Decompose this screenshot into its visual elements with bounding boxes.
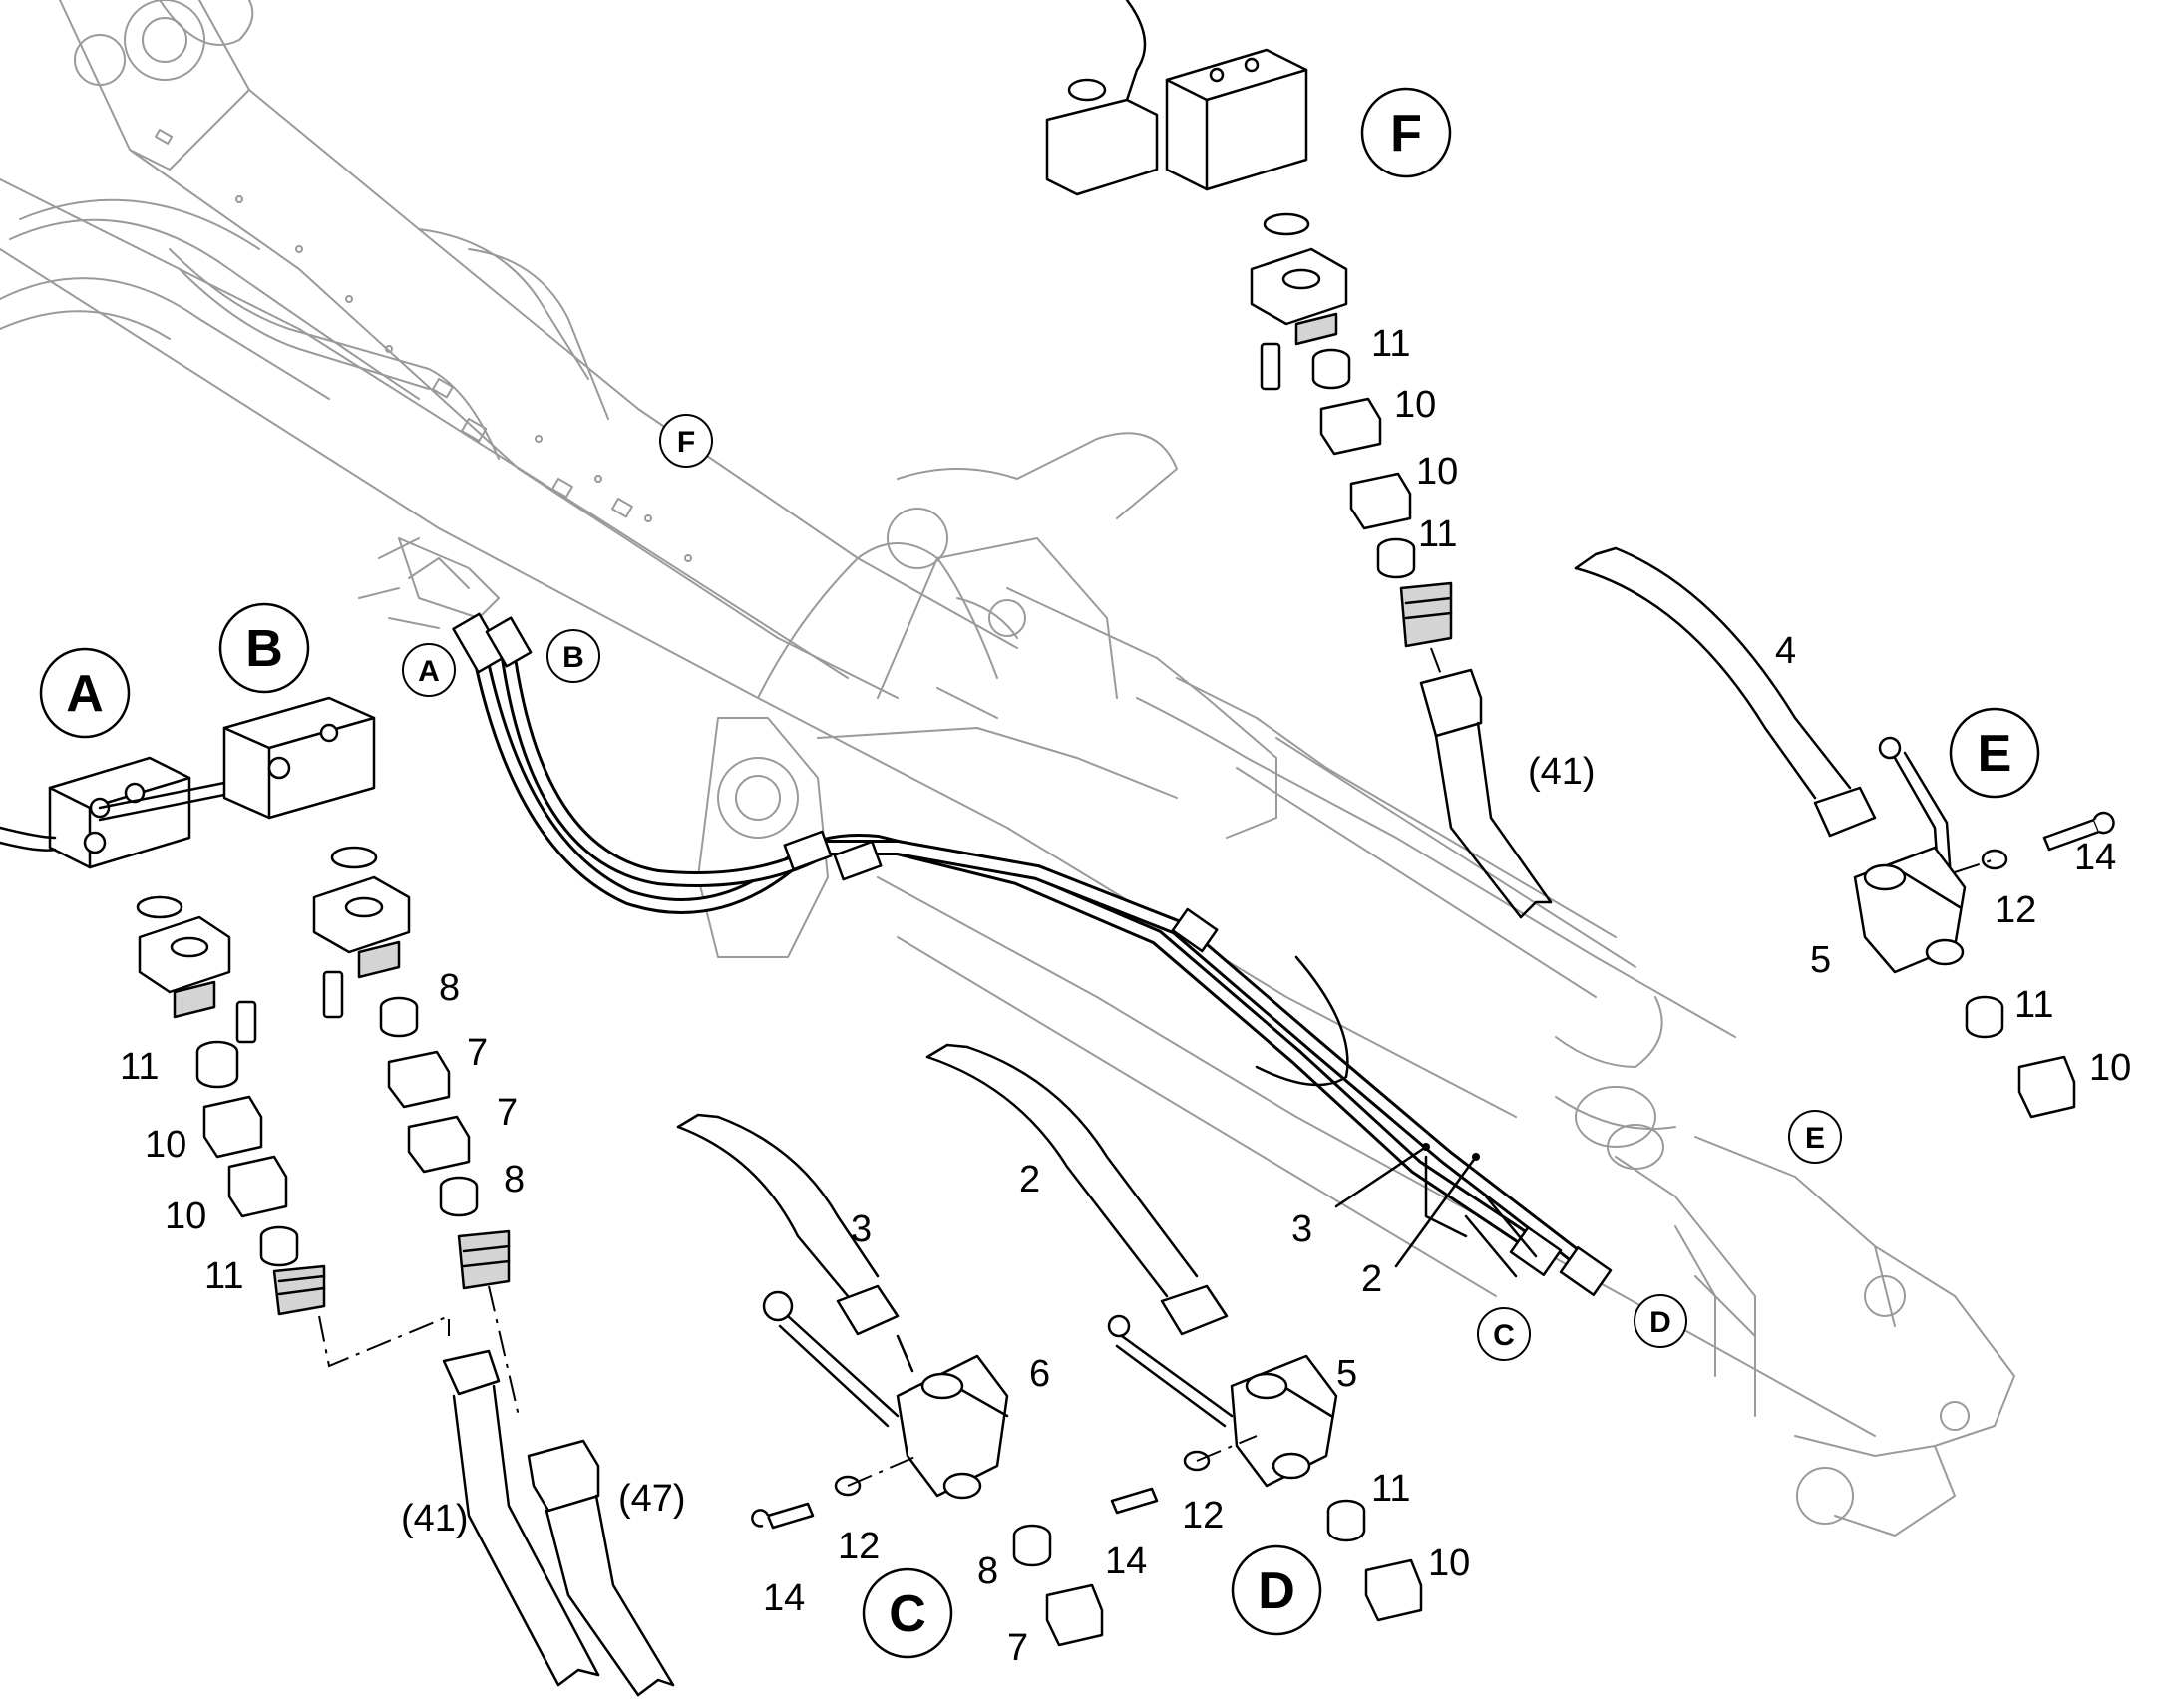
detail-f-letter: F <box>1390 105 1422 163</box>
detail-d-callout: D <box>1231 1544 1322 1636</box>
part-label: 10 <box>165 1196 206 1237</box>
part-label: 7 <box>1007 1627 1028 1669</box>
detail-e-assembly <box>1574 546 2115 1119</box>
detail-d-letter: D <box>1258 1562 1295 1620</box>
detail-f-callout: F <box>1360 87 1452 178</box>
boom-marker-f: F <box>659 414 713 468</box>
part-label: 11 <box>1371 323 1410 365</box>
main-hose-routing <box>452 612 1613 1297</box>
part-label: 11 <box>1418 513 1457 555</box>
part-label: 7 <box>497 1092 518 1134</box>
part-label: 6 <box>1029 1353 1050 1395</box>
part-label: 14 <box>763 1577 805 1619</box>
detail-b-callout: B <box>218 602 310 694</box>
boom-marker-a: A <box>402 643 456 697</box>
boom-marker-c-letter: C <box>1493 1319 1515 1352</box>
detail-c-letter: C <box>889 1585 926 1643</box>
part-label: 4 <box>1775 630 1796 672</box>
part-label: (47) <box>618 1478 686 1520</box>
part-label: 3 <box>851 1208 872 1250</box>
part-label: 5 <box>1336 1353 1357 1395</box>
part-label: 11 <box>1371 1468 1410 1510</box>
part-label: 11 <box>120 1046 159 1088</box>
part-label: 3 <box>1291 1208 1312 1250</box>
part-label: 12 <box>1182 1495 1224 1537</box>
part-label: 10 <box>1428 1542 1470 1584</box>
part-label: 11 <box>204 1255 243 1297</box>
detail-a-callout: A <box>39 647 131 739</box>
part-label: (41) <box>401 1498 469 1539</box>
part-label: 10 <box>1394 384 1436 426</box>
hoses-41-47 <box>442 1349 675 1697</box>
part-number-labels: 11 10 10 11 8 7 7 8 (41) (47) 3 6 12 14 … <box>120 323 2131 1669</box>
boom-marker-f-letter: F <box>677 426 695 459</box>
part-label: 5 <box>1810 939 1831 981</box>
part-label: 11 <box>2014 984 2053 1026</box>
boom-marker-d: D <box>1634 1294 1687 1348</box>
part-label: 2 <box>1019 1159 1040 1200</box>
detail-b-letter: B <box>245 620 283 678</box>
excavator-boom-background <box>0 0 2015 1537</box>
detail-e-letter: E <box>1978 725 2012 783</box>
part-label: 8 <box>504 1159 525 1200</box>
part-label: 12 <box>838 1526 880 1567</box>
boom-marker-a-letter: A <box>418 655 440 688</box>
part-label: 14 <box>1105 1540 1147 1582</box>
part-label: 14 <box>2074 837 2116 878</box>
boom-marker-c: C <box>1477 1307 1531 1361</box>
detail-c-callout: C <box>862 1567 953 1659</box>
detail-d-assembly <box>925 1043 1423 1622</box>
part-label: 10 <box>145 1124 186 1166</box>
part-label: 7 <box>467 1032 488 1074</box>
boom-marker-d-letter: D <box>1649 1306 1671 1339</box>
part-label: (41) <box>1528 751 1596 793</box>
part-label: 8 <box>439 967 460 1009</box>
boom-marker-b-letter: B <box>562 641 584 674</box>
part-label: 10 <box>1416 451 1458 493</box>
part-label: 8 <box>977 1550 998 1592</box>
detail-c-assembly <box>676 1113 1104 1647</box>
detail-a-assembly <box>0 756 450 1368</box>
boom-marker-b: B <box>546 629 600 683</box>
part-label: 10 <box>2089 1047 2131 1089</box>
boom-marker-e-letter: E <box>1805 1122 1825 1155</box>
boom-marker-e: E <box>1788 1110 1842 1164</box>
detail-a-letter: A <box>66 665 104 723</box>
part-label: 12 <box>1995 889 2036 931</box>
part-label: 2 <box>1361 1258 1382 1300</box>
detail-f-assembly <box>1045 0 1553 919</box>
detail-b-assembly <box>222 696 520 1417</box>
detail-e-callout: E <box>1949 707 2040 799</box>
